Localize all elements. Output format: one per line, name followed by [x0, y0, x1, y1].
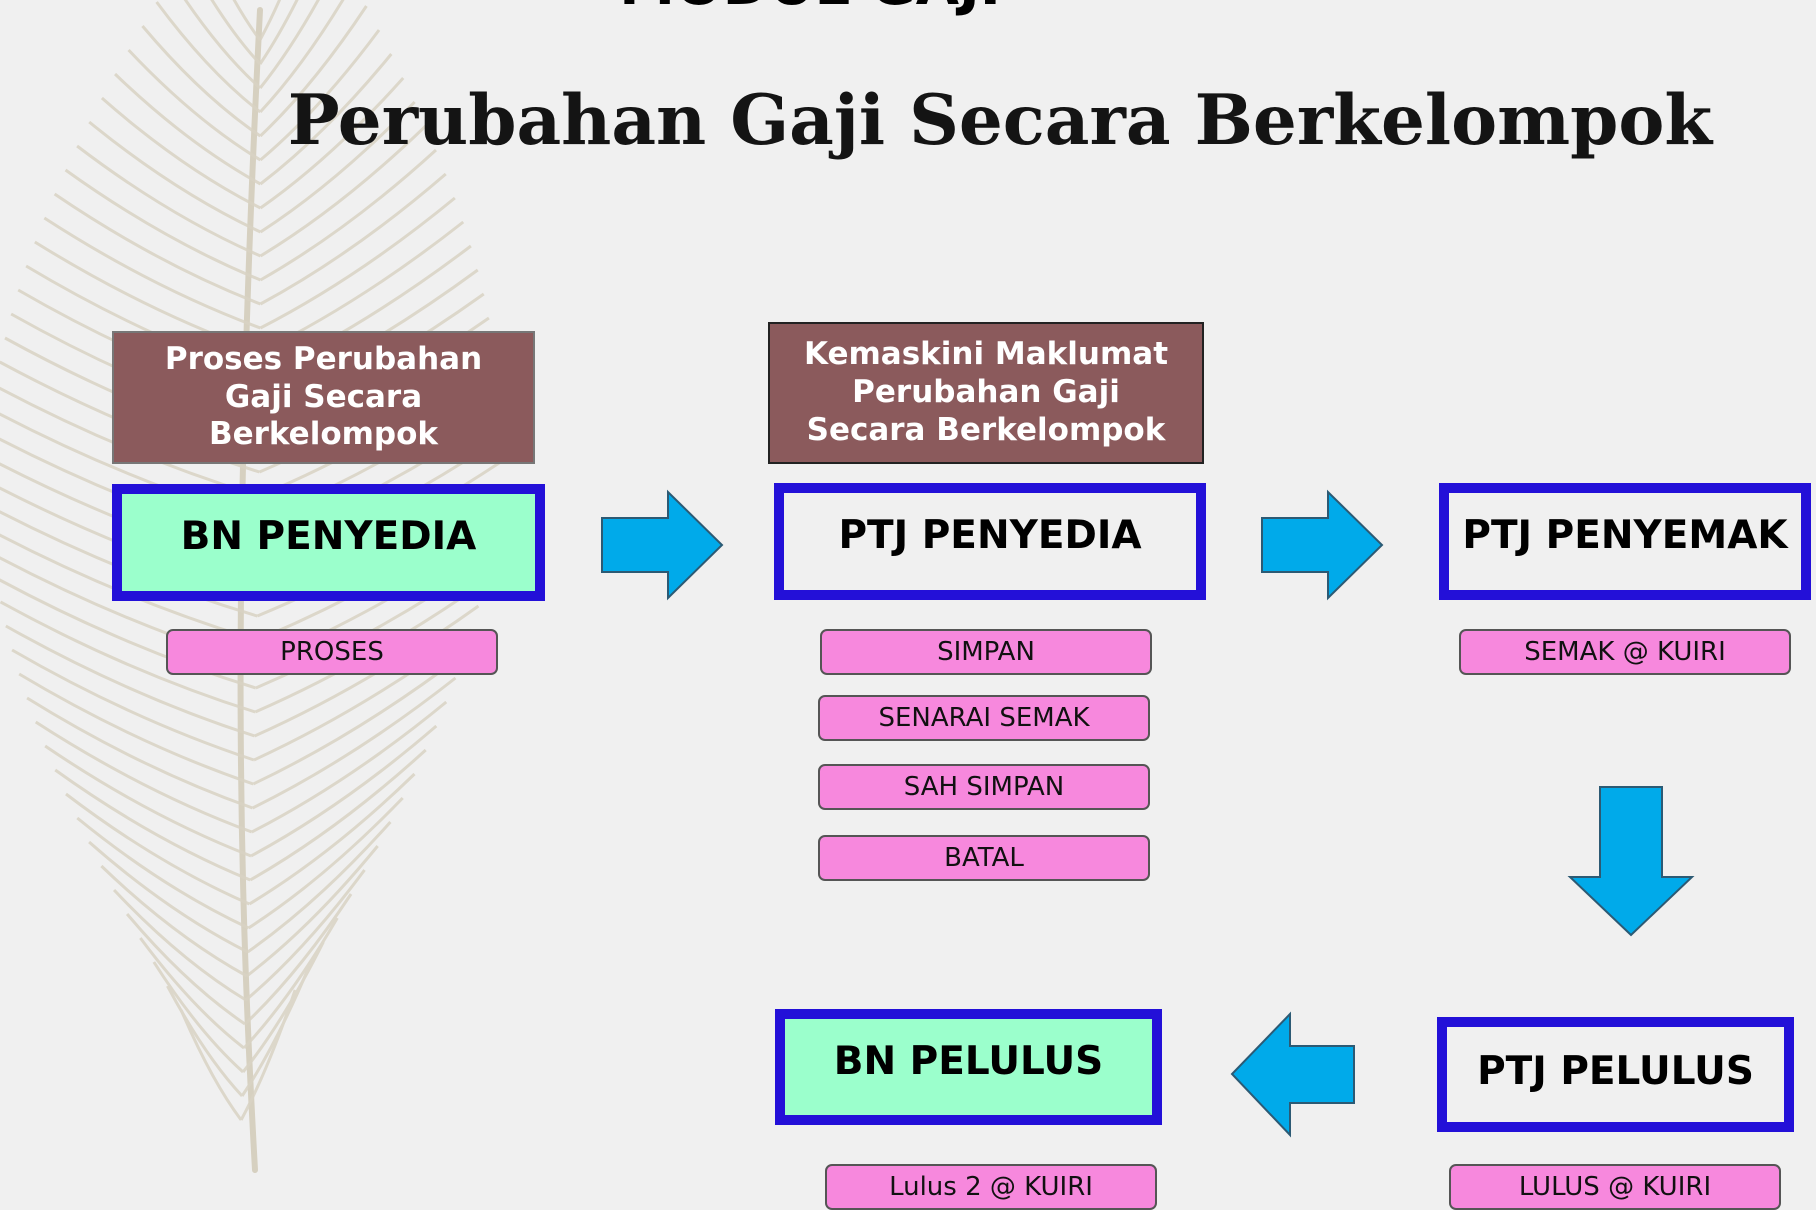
role-ptj-pelulus: PTJ PELULUS — [1437, 1017, 1794, 1132]
proses-button-label: PROSES — [280, 637, 384, 667]
header-proses-label: Proses Perubahan Gaji Secara Berkelompok — [164, 340, 483, 453]
sah-simpan-button[interactable]: SAH SIMPAN — [818, 764, 1150, 810]
batal-button[interactable]: BATAL — [818, 835, 1150, 881]
arrow-ptj-pelulus-to-bn-pelulus — [1230, 1011, 1355, 1138]
arrow-ptj-penyemak-to-ptj-pelulus — [1567, 786, 1695, 937]
semak-kuiri-button-label: SEMAK @ KUIRI — [1524, 637, 1726, 667]
arrow-bn-penyedia-to-ptj-penyedia — [601, 489, 724, 601]
semak-kuiri-button[interactable]: SEMAK @ KUIRI — [1459, 629, 1791, 675]
batal-button-label: BATAL — [944, 843, 1024, 873]
header-proses-perubahan-gaji: Proses Perubahan Gaji Secara Berkelompok — [112, 331, 535, 464]
role-bn-penyedia-label: BN PENYEDIA — [180, 514, 477, 559]
simpan-button[interactable]: SIMPAN — [820, 629, 1152, 675]
senarai-semak-button[interactable]: SENARAI SEMAK — [818, 695, 1150, 741]
role-ptj-penyedia: PTJ PENYEDIA — [774, 483, 1206, 600]
header-kemaskini-maklumat: Kemaskini Maklumat Perubahan Gaji Secara… — [768, 322, 1204, 464]
role-ptj-pelulus-label: PTJ PELULUS — [1477, 1049, 1754, 1094]
lulus-kuiri-button-label: LULUS @ KUIRI — [1518, 1172, 1712, 1202]
module-title: MODUL GAJI — [580, 0, 1040, 16]
simpan-button-label: SIMPAN — [937, 637, 1035, 667]
role-ptj-penyedia-label: PTJ PENYEDIA — [838, 513, 1142, 558]
lulus-2-kuiri-button-label: Lulus 2 @ KUIRI — [889, 1172, 1093, 1202]
header-kemaskini-label: Kemaskini Maklumat Perubahan Gaji Secara… — [803, 336, 1169, 448]
role-ptj-penyemak-label: PTJ PENYEMAK — [1462, 513, 1788, 558]
proses-button[interactable]: PROSES — [166, 629, 498, 675]
feather-illustration — [0, 0, 502, 1173]
lulus-2-kuiri-button[interactable]: Lulus 2 @ KUIRI — [825, 1164, 1157, 1210]
role-bn-pelulus: BN PELULUS — [775, 1009, 1162, 1125]
role-bn-pelulus-label: BN PELULUS — [833, 1039, 1104, 1084]
lulus-kuiri-button[interactable]: LULUS @ KUIRI — [1449, 1164, 1781, 1210]
arrow-ptj-penyedia-to-ptj-penyemak — [1261, 489, 1384, 601]
page-title: Perubahan Gaji Secara Berkelompok — [287, 80, 1713, 161]
role-bn-penyedia: BN PENYEDIA — [112, 484, 545, 601]
senarai-semak-button-label: SENARAI SEMAK — [878, 703, 1090, 733]
role-ptj-penyemak: PTJ PENYEMAK — [1439, 483, 1811, 600]
sah-simpan-button-label: SAH SIMPAN — [903, 772, 1065, 802]
